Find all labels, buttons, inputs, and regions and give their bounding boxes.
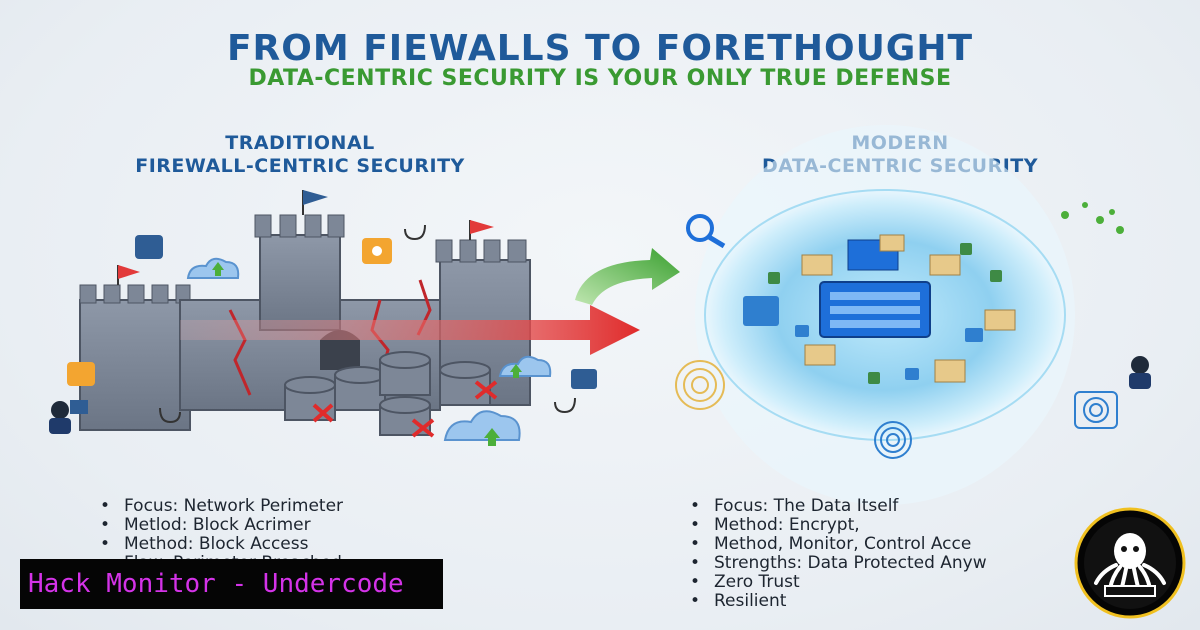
list-item: •Metlod: Block Acrimer bbox=[100, 515, 311, 535]
list-item: •Method: Encrypt, bbox=[690, 515, 860, 535]
hacker-icon bbox=[1129, 356, 1151, 389]
red-arrow bbox=[180, 305, 640, 355]
page-title: FROM FIEWALLS TO FORETHOUGHT bbox=[226, 28, 974, 69]
data-dots bbox=[1061, 202, 1124, 234]
list-item: •Strengths: Data Protected Anyw bbox=[690, 553, 987, 573]
left-feature-list: •Focus: Network Perimeter •Metlod: Block… bbox=[100, 497, 347, 573]
left-heading-line2: FIREWALL-CENTRIC SECURITY bbox=[135, 155, 465, 177]
upload-arrows bbox=[212, 262, 522, 446]
octopus-logo-icon bbox=[1074, 507, 1186, 619]
list-item: •Resilient bbox=[690, 591, 787, 611]
x-marks bbox=[312, 380, 498, 438]
list-item: •Focus: Network Perimeter bbox=[100, 496, 344, 516]
magnifier-icon bbox=[686, 214, 726, 249]
mail-icon bbox=[135, 235, 163, 259]
list-item: •Zero Trust bbox=[690, 572, 800, 592]
fingerprint-icon bbox=[874, 391, 1118, 459]
hack-monitor-banner: Hack Monitor - Undercode bbox=[20, 559, 443, 609]
bolt-icon bbox=[571, 369, 597, 389]
page-subtitle: DATA-CENTRIC SECURITY IS YOUR ONLY TRUE … bbox=[248, 66, 952, 91]
star-icon bbox=[67, 362, 95, 386]
green-arrow bbox=[575, 248, 680, 305]
hacker-icon bbox=[49, 400, 88, 434]
shield-sphere-icon bbox=[695, 125, 1075, 505]
list-item: •Method: Block Access bbox=[100, 534, 309, 554]
hook-icon bbox=[404, 224, 426, 241]
cloud-icon bbox=[186, 257, 552, 441]
list-item: •Method, Monitor, Control Acce bbox=[690, 534, 972, 554]
left-heading-line1: TRADITIONAL bbox=[225, 132, 375, 154]
right-feature-list: •Focus: The Data Itself •Method: Encrypt… bbox=[690, 497, 987, 611]
left-panel-heading: TRADITIONAL FIREWALL-CENTRIC SECURITY bbox=[60, 132, 540, 178]
list-item: •Focus: The Data Itself bbox=[690, 496, 899, 516]
